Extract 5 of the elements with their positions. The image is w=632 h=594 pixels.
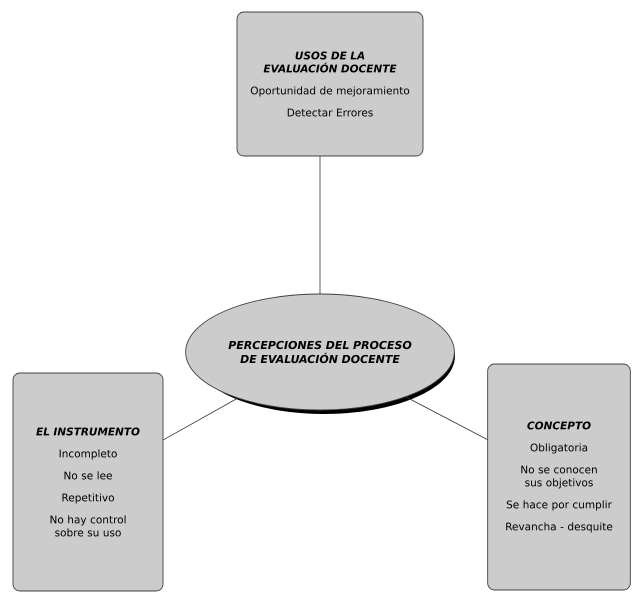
connector-line: [406, 396, 488, 440]
category-box: USOS DE LA EVALUACIÓN DOCENTE Oportunidad de mejoramiento Detectar Errores: [236, 12, 424, 156]
connector-line: [163, 398, 238, 440]
category-box: EL INSTRUMENTO Incompleto No se lee Repetitivo No hay control sobre su uso: [12, 372, 164, 592]
category-box: CONCEPTO Obligatoria No se conocen sus objetivos Se hace por cumplir Revancha - desquite: [487, 364, 631, 590]
